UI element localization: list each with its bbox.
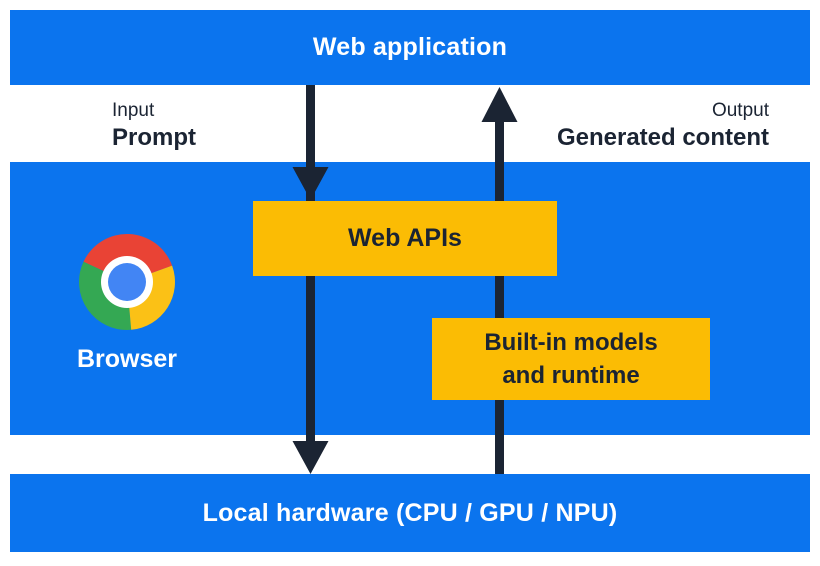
input-label: Input <box>112 100 155 121</box>
browser-label: Browser <box>76 345 178 373</box>
web-apis-label: Web APIs <box>348 224 462 252</box>
web-application-label: Web application <box>312 33 508 61</box>
input-label-group: Input Prompt <box>112 99 196 152</box>
built-in-models-box: Built-in models and runtime <box>432 318 710 400</box>
built-in-models-label-line1: Built-in models <box>484 329 658 356</box>
built-in-models-label-line2: and runtime <box>502 362 640 389</box>
output-label: Output <box>711 100 769 121</box>
web-application-bar: Web application <box>10 10 810 85</box>
prompt-label: Prompt <box>112 124 196 151</box>
local-hardware-label: Local hardware (CPU / GPU / NPU) <box>202 498 618 527</box>
browser-block: Browser <box>45 234 209 374</box>
web-apis-box: Web APIs <box>253 201 557 276</box>
chrome-icon-blue-center <box>108 263 146 301</box>
local-hardware-bar: Local hardware (CPU / GPU / NPU) <box>10 474 810 552</box>
down-arrowhead-bottom <box>292 441 329 474</box>
up-arrowhead <box>481 87 518 122</box>
generated-content-label: Generated content <box>556 124 769 151</box>
chrome-icon <box>79 234 175 330</box>
output-label-group: Output Generated content <box>557 99 769 152</box>
